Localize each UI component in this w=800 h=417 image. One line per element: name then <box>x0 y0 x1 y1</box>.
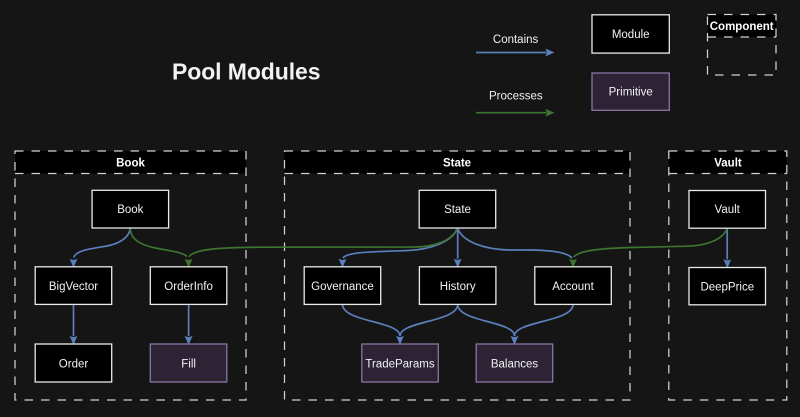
svg-text:Pool Modules: Pool Modules <box>172 59 321 85</box>
svg-text:DeepPrice: DeepPrice <box>700 282 754 294</box>
svg-text:Fill: Fill <box>181 359 196 371</box>
svg-text:Primitive: Primitive <box>609 87 653 99</box>
svg-text:OrderInfo: OrderInfo <box>164 281 213 293</box>
svg-text:History: History <box>440 281 476 293</box>
svg-text:Account: Account <box>552 281 594 293</box>
svg-text:Order: Order <box>59 359 89 371</box>
svg-text:Balances: Balances <box>491 359 539 371</box>
svg-text:Component: Component <box>710 21 774 33</box>
svg-text:State: State <box>444 204 471 216</box>
svg-text:Contains: Contains <box>493 34 539 46</box>
svg-text:State: State <box>443 158 471 170</box>
svg-text:Governance: Governance <box>311 281 374 293</box>
svg-text:Processes: Processes <box>489 91 543 103</box>
svg-text:TradeParams: TradeParams <box>365 359 434 371</box>
svg-text:Vault: Vault <box>714 158 742 170</box>
svg-text:Vault: Vault <box>715 204 741 216</box>
svg-text:BigVector: BigVector <box>49 281 98 293</box>
svg-text:Book: Book <box>116 158 145 170</box>
svg-text:Module: Module <box>612 29 650 41</box>
svg-text:Book: Book <box>117 204 143 216</box>
